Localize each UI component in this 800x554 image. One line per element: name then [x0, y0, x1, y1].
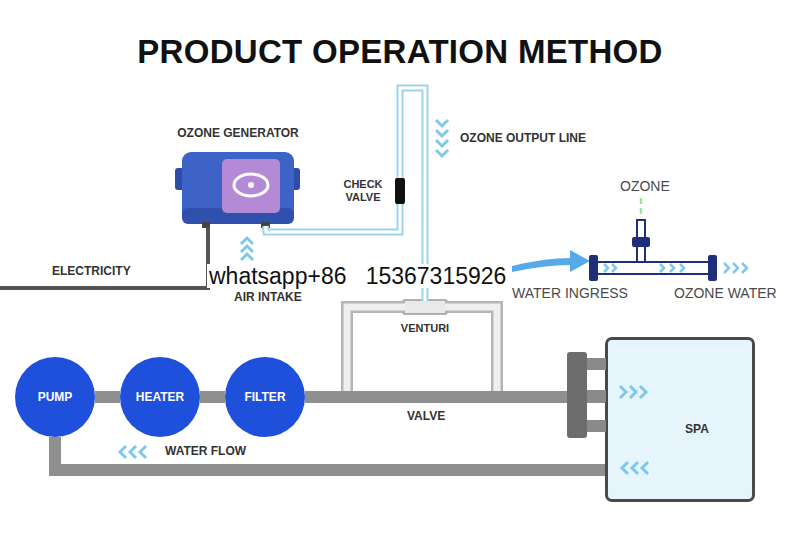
inset-venturi-illustration — [640, 208, 643, 214]
inset-venturi-illustration — [680, 264, 684, 272]
water-flow-arrows — [120, 446, 126, 458]
pipe-connector — [266, 204, 400, 232]
inset-venturi-illustration — [632, 237, 650, 247]
ozone-generator-illustration — [175, 152, 300, 228]
inset-venturi-illustration — [640, 198, 643, 204]
pipe-line — [95, 391, 120, 403]
inset-venturi-illustration — [604, 263, 747, 273]
pipe-line — [55, 437, 605, 470]
air-intake-arrows — [241, 254, 253, 260]
pipe-connector — [305, 397, 605, 398]
power-cable — [0, 224, 208, 288]
inset-venturi-illustration — [604, 264, 608, 272]
venturi-symbol — [403, 300, 447, 314]
pipe-connector — [200, 397, 225, 398]
pipe-line — [200, 391, 225, 403]
ozone-generator-illustration — [202, 222, 210, 228]
filter-circle: FILTER — [225, 357, 305, 437]
node-label: VENTURI — [401, 322, 449, 334]
air-intake-arrows — [241, 246, 253, 252]
water-flow-arrows — [120, 446, 146, 458]
spa-inlet-manifold — [567, 352, 606, 438]
inset-venturi-illustration — [660, 264, 664, 272]
air-intake-arrows — [241, 238, 253, 244]
inset-venturi-illustration — [733, 263, 738, 273]
node-label: OZONE GENERATOR — [177, 126, 299, 140]
ozone-generator-illustration — [222, 159, 280, 213]
ozone-flow-arrows — [436, 130, 448, 136]
spa-inlet-manifold — [584, 390, 606, 402]
connector-label: OZONE OUTPUT LINE — [460, 131, 586, 145]
node-label: PUMP — [38, 390, 73, 404]
ozone-flow-arrows — [436, 140, 448, 146]
venturi-symbol — [403, 300, 447, 314]
connector-label: VALVE — [407, 409, 445, 423]
spa-inlet-manifold — [567, 352, 587, 438]
inset-venturi-illustration — [640, 198, 643, 214]
pipe-connector — [95, 397, 120, 398]
pipe-connector — [305, 307, 405, 397]
inset-venturi-illustration — [589, 198, 747, 281]
ozone-flow-arrows — [436, 120, 448, 156]
inset-venturi-illustration — [724, 263, 729, 273]
water-flow-arrows — [130, 446, 136, 458]
water-flow-arrows — [140, 446, 146, 458]
pipe-connector — [445, 307, 605, 397]
pump-circle: PUMP — [15, 357, 95, 437]
inset-venturi-illustration — [589, 255, 598, 281]
check-valve: CHECK VALVE — [394, 178, 406, 204]
spa-tub: SPA — [605, 337, 755, 502]
air-intake-arrows — [241, 238, 253, 260]
inset-label: WATER INGRESS — [512, 285, 628, 301]
pointer-arrow — [512, 250, 590, 272]
pipe-highlight — [445, 307, 605, 397]
node-label: FILTER — [244, 390, 285, 404]
ozone-generator-illustration — [234, 174, 268, 196]
pipe-highlight — [305, 307, 405, 397]
inset-venturi-illustration — [612, 264, 616, 272]
spa-inlet-manifold — [584, 420, 606, 432]
check-valve-symbol — [395, 178, 405, 204]
inset-venturi-illustration — [670, 264, 674, 272]
inset-venturi-illustration — [708, 255, 717, 281]
node-label: CHECK VALVE — [337, 178, 389, 204]
ozone-generator-illustration — [248, 182, 254, 188]
pipe-highlight — [266, 204, 400, 232]
inset-venturi-illustration — [742, 263, 747, 273]
pipe-connector — [55, 437, 605, 470]
cable-label: ELECTRICITY — [52, 264, 131, 278]
inset-label: OZONE — [620, 178, 670, 194]
node-label: HEATER — [136, 390, 184, 404]
power-cable — [0, 224, 208, 288]
bypass-line — [445, 307, 605, 397]
ozone-flow-arrows — [436, 150, 448, 156]
watermark: whatsapp+86 15367315926 — [207, 264, 508, 288]
tube-line — [266, 204, 400, 232]
ozone-generator-illustration — [182, 152, 294, 224]
spa-inlet-manifold — [584, 358, 606, 370]
inset-venturi-illustration — [596, 262, 710, 274]
node-label: SPA — [685, 422, 709, 436]
connector-label: WATER FLOW — [165, 444, 246, 458]
bypass-line — [305, 307, 405, 397]
pointer-arrow — [512, 250, 590, 272]
venturi: VENTURI — [405, 301, 445, 313]
ozone-flow-arrows — [436, 120, 448, 126]
pipe-line — [305, 391, 605, 403]
heater-circle: HEATER — [120, 357, 200, 437]
diagram-title: PRODUCT OPERATION METHOD — [0, 33, 800, 71]
inset-label: OZONE WATER — [674, 285, 777, 301]
air-intake-label: AIR INTAKE — [234, 290, 302, 304]
ozone-generator: OZONE GENERATOR — [178, 148, 298, 226]
